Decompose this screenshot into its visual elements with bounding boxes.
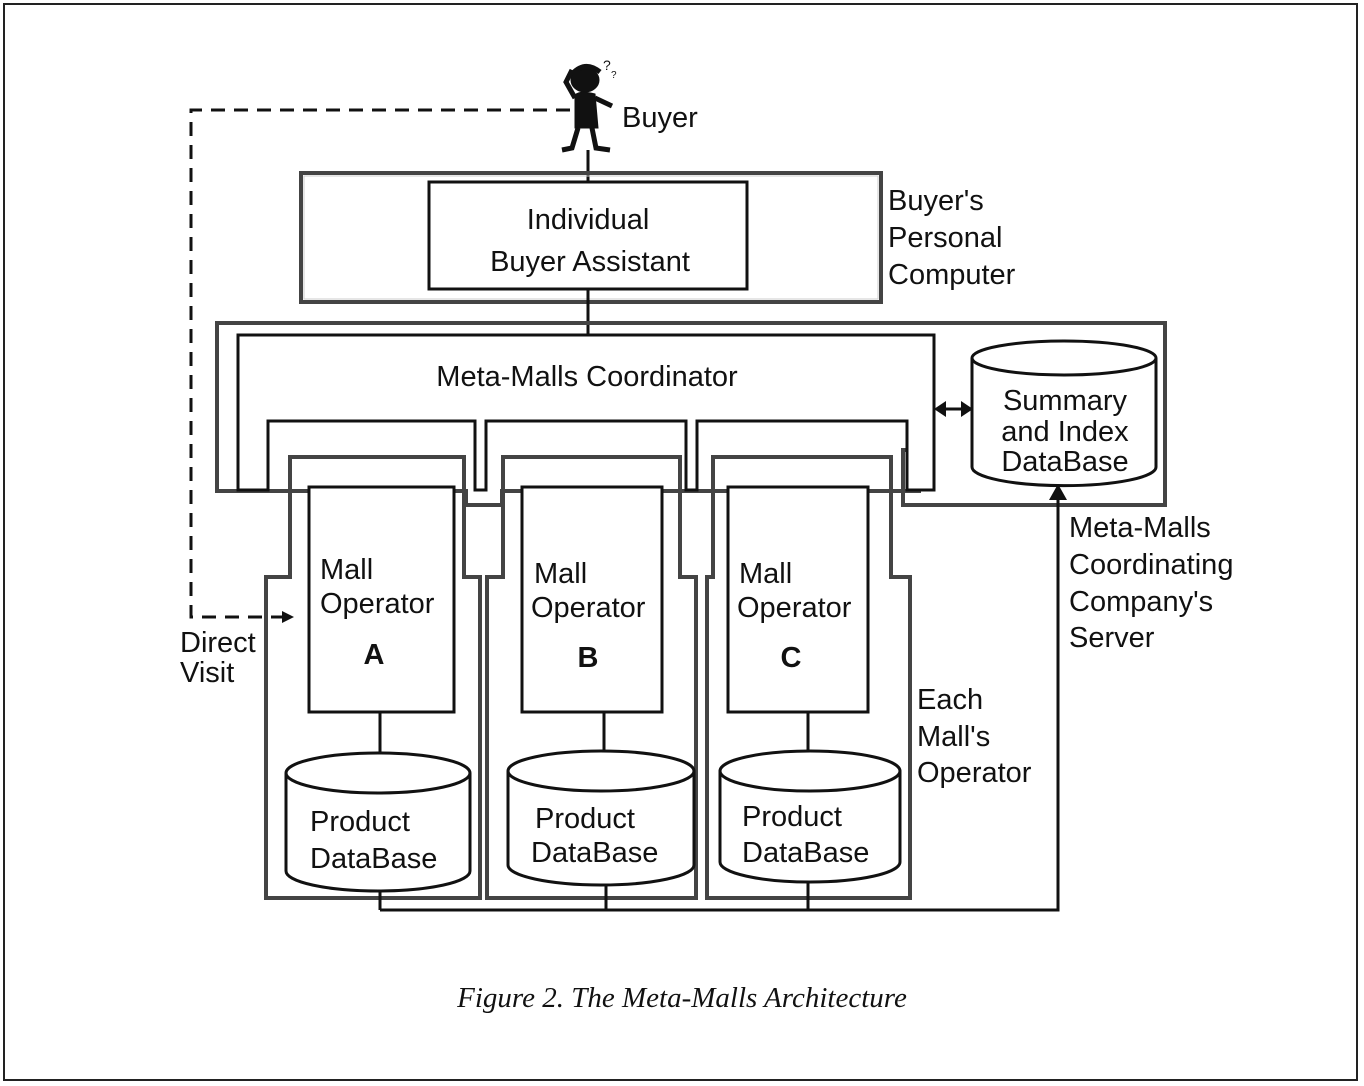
figure-caption: Figure 2. The Meta-Malls Architecture bbox=[457, 982, 907, 1014]
coordinator-box bbox=[236, 333, 936, 492]
product-db-b-line1: Product bbox=[535, 803, 635, 835]
mall-b-line1: Mall bbox=[534, 558, 587, 590]
mall-operator-a-box bbox=[307, 485, 456, 714]
mall-c-boundary bbox=[705, 455, 912, 900]
mall-operator-c-box bbox=[726, 485, 870, 714]
product-db-b-line2: DataBase bbox=[531, 837, 658, 869]
product-database-a bbox=[284, 751, 472, 893]
product-db-c-line2: DataBase bbox=[742, 837, 869, 869]
mall-b-boundary bbox=[485, 455, 698, 900]
product-database-b bbox=[506, 749, 696, 887]
summary-db-line1: Summary bbox=[1003, 385, 1128, 417]
pc-label-line3: Computer bbox=[888, 259, 1016, 291]
product-db-c-line1: Product bbox=[742, 801, 842, 833]
each-mall-line3: Operator bbox=[917, 757, 1032, 789]
coordinator-label: Meta-Malls Coordinator bbox=[436, 361, 738, 393]
product-db-a-line1: Product bbox=[310, 806, 410, 838]
mall-a-boundary bbox=[264, 455, 482, 900]
mall-a-line2: Operator bbox=[320, 588, 435, 620]
summary-db-line3: DataBase bbox=[1001, 446, 1128, 478]
server-label-line1: Meta-Malls bbox=[1069, 512, 1211, 544]
pc-label-line2: Personal bbox=[888, 222, 1002, 254]
direct-visit-line1: Direct bbox=[180, 627, 256, 659]
each-mall-line2: Mall's bbox=[917, 721, 990, 753]
coordinator-db-link bbox=[934, 401, 973, 417]
assistant-line2: Buyer Assistant bbox=[490, 246, 690, 278]
assistant-line1: Individual bbox=[527, 204, 650, 236]
mall-a-line1: Mall bbox=[320, 554, 373, 586]
direct-visit-path bbox=[189, 108, 570, 623]
pc-label-line1: Buyer's bbox=[888, 185, 984, 217]
svg-text:?: ? bbox=[603, 57, 611, 73]
figure-frame bbox=[3, 3, 1358, 1081]
database-bus-line bbox=[378, 500, 1060, 912]
each-mall-line1: Each bbox=[917, 684, 983, 716]
mall-c-line1: Mall bbox=[739, 558, 792, 590]
mall-operator-b-box bbox=[520, 485, 664, 714]
product-db-a-line2: DataBase bbox=[310, 843, 437, 875]
mall-c-letter: C bbox=[781, 642, 802, 674]
server-label-line3: Company's bbox=[1069, 586, 1213, 618]
mall-b-letter: B bbox=[578, 642, 599, 674]
buyer-label: Buyer bbox=[622, 102, 698, 134]
svg-text:?: ? bbox=[611, 70, 617, 81]
summary-db-line2: and Index bbox=[1001, 416, 1129, 448]
mall-c-line2: Operator bbox=[737, 592, 852, 624]
buyer-figure-icon: ? ? bbox=[561, 57, 617, 153]
product-database-c bbox=[718, 749, 902, 884]
buyer-assistant-box bbox=[427, 180, 749, 291]
summary-database bbox=[970, 339, 1158, 488]
server-label-line2: Coordinating bbox=[1069, 549, 1233, 581]
server-label-line4: Server bbox=[1069, 622, 1155, 654]
bus-arrowhead bbox=[1049, 484, 1067, 500]
mall-a-letter: A bbox=[364, 639, 385, 671]
direct-visit-line2: Visit bbox=[180, 657, 234, 689]
personal-computer-boundary bbox=[299, 171, 883, 304]
mall-b-line2: Operator bbox=[531, 592, 646, 624]
